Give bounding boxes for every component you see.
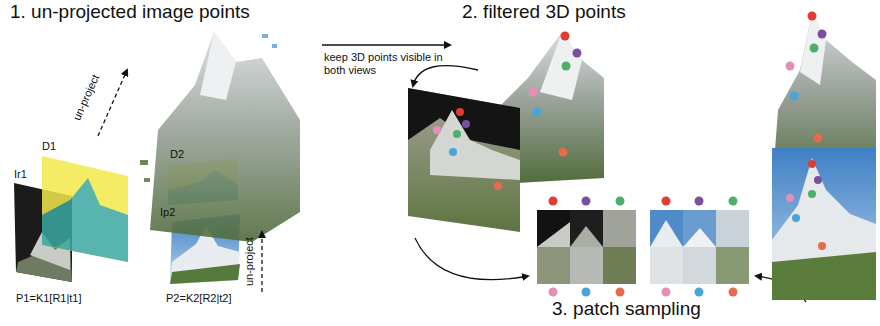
patch-grid bbox=[537, 247, 570, 284]
correspondence-dot bbox=[433, 126, 441, 134]
patch-grid bbox=[570, 210, 603, 247]
patch-dot bbox=[582, 288, 591, 297]
correspondence-dot bbox=[533, 108, 542, 117]
left-view-image bbox=[408, 88, 520, 232]
patch-grid bbox=[716, 247, 749, 284]
arrow-label: un-project bbox=[242, 238, 255, 287]
depth-map-plane bbox=[42, 156, 128, 262]
flow-arrow bbox=[322, 44, 450, 45]
correspondence-dot bbox=[573, 49, 582, 58]
patch-grid bbox=[650, 210, 683, 247]
patch-grid bbox=[537, 210, 749, 284]
camera-matrix: P1=K1[R1|t1] bbox=[16, 292, 82, 305]
plane-label: Ip2 bbox=[160, 206, 175, 219]
point-cloud bbox=[800, 12, 826, 85]
patch-grid bbox=[537, 222, 570, 247]
patch-dot bbox=[729, 288, 738, 297]
unproject-arrow bbox=[98, 70, 127, 136]
right-view-image bbox=[772, 158, 876, 300]
correspondence-dot bbox=[456, 108, 464, 116]
patch-dot bbox=[549, 197, 558, 206]
correspondence-dot bbox=[786, 62, 795, 71]
correspondence-dot bbox=[808, 160, 816, 168]
patch-dot bbox=[662, 288, 671, 297]
correspondence-dot bbox=[818, 30, 827, 39]
correspondence-dot bbox=[561, 32, 570, 41]
patch-dot bbox=[549, 197, 738, 297]
correspondence-dot bbox=[562, 62, 571, 71]
point-cloud bbox=[200, 32, 236, 100]
patch-dot bbox=[695, 288, 704, 297]
panel-heading: 3. patch sampling bbox=[552, 298, 701, 321]
unproject-arrow bbox=[98, 70, 262, 292]
right-view-image bbox=[772, 252, 876, 300]
point-cloud bbox=[262, 34, 268, 38]
point-cloud bbox=[140, 160, 148, 165]
patch-dot bbox=[695, 197, 704, 206]
patch-dot bbox=[582, 197, 591, 206]
right-view-image bbox=[772, 148, 876, 300]
correspondence-dot bbox=[792, 214, 800, 222]
plane-label: D1 bbox=[42, 140, 56, 153]
flow-arrow bbox=[415, 238, 528, 280]
depth-map-plane bbox=[42, 156, 128, 262]
patch-grid bbox=[570, 247, 603, 284]
point-cloud bbox=[144, 178, 150, 182]
point-cloud bbox=[140, 32, 300, 242]
plane-label: D2 bbox=[170, 148, 184, 161]
point-cloud bbox=[540, 32, 582, 100]
patch-grid bbox=[603, 210, 636, 247]
correspondence-dot bbox=[790, 92, 799, 101]
correspondence-dot bbox=[818, 242, 826, 250]
correspondence-dot bbox=[494, 182, 502, 190]
patch-grid bbox=[603, 247, 636, 284]
correspondence-dot bbox=[453, 130, 461, 138]
patch-dot bbox=[549, 288, 558, 297]
correspondence-dot bbox=[433, 12, 827, 251]
correspondence-dot bbox=[810, 44, 819, 53]
arrow-note: keep 3D points visible in both views bbox=[324, 51, 446, 77]
correspondence-dot bbox=[559, 148, 568, 157]
correspondence-dot bbox=[808, 12, 817, 21]
patch-grid bbox=[537, 210, 570, 247]
projected-image-plane bbox=[170, 264, 240, 284]
correspondence-dot bbox=[814, 176, 822, 184]
patch-dot bbox=[662, 197, 671, 206]
panel-heading: 1. un-projected image points bbox=[10, 1, 250, 24]
patch-grid bbox=[570, 226, 603, 247]
patch-dot bbox=[616, 197, 625, 206]
left-view-image bbox=[430, 110, 520, 180]
correspondence-dot bbox=[449, 148, 457, 156]
right-view-image bbox=[772, 148, 876, 300]
patch-grid bbox=[683, 228, 716, 247]
unproject-arrow bbox=[261, 232, 262, 292]
depth-map-plane bbox=[42, 178, 128, 262]
flow-arrow bbox=[413, 66, 478, 86]
correspondence-dot bbox=[462, 120, 470, 128]
patch-dot bbox=[729, 197, 738, 206]
camera-matrix: P2=K2[R2|t2] bbox=[166, 292, 232, 305]
panel-heading: 2. filtered 3D points bbox=[462, 1, 626, 24]
patch-dot bbox=[616, 288, 625, 297]
patch-grid bbox=[683, 247, 716, 284]
plane-label: Ir1 bbox=[14, 168, 27, 181]
patch-grid bbox=[716, 210, 749, 247]
point-cloud bbox=[272, 44, 277, 48]
arrow-label: un-project bbox=[70, 73, 102, 123]
correspondence-dot bbox=[529, 88, 538, 97]
patch-grid bbox=[683, 210, 716, 247]
correspondence-dot bbox=[808, 190, 816, 198]
correspondence-dot bbox=[814, 134, 823, 143]
correspondence-dot bbox=[786, 194, 794, 202]
point-cloud bbox=[150, 32, 300, 242]
left-view-image bbox=[408, 88, 520, 232]
patch-grid bbox=[650, 220, 683, 247]
patch-grid bbox=[650, 247, 683, 284]
